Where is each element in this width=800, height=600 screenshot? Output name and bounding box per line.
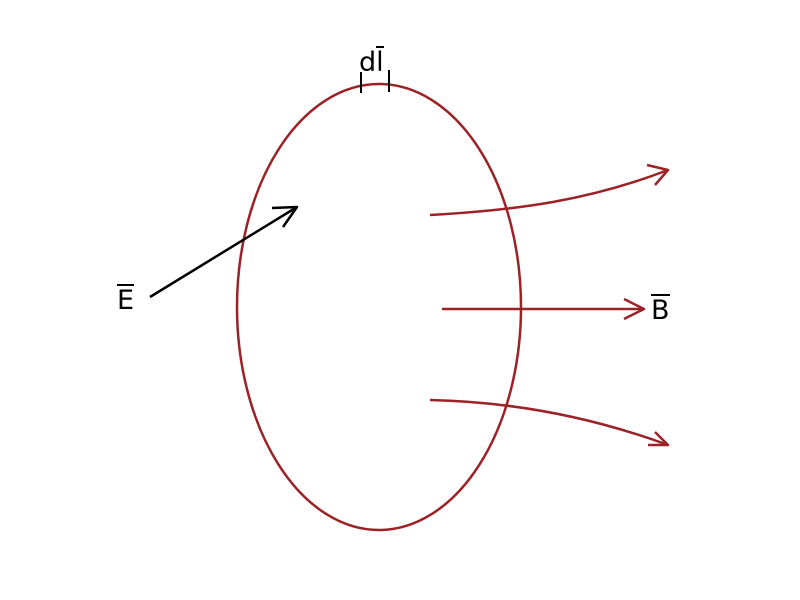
e-field-label-text: E — [117, 284, 135, 316]
dl-label-base: d — [359, 47, 377, 78]
b-field-label-text: B — [651, 294, 670, 326]
e-field-label: E — [117, 284, 135, 316]
magnetic-field-line-middle-arrowhead — [623, 297, 646, 321]
current-loop — [235, 82, 523, 532]
b-field-label: B — [651, 294, 670, 324]
dl-label-overlined: l — [376, 46, 384, 78]
magnetic-field-line-bottom — [429, 398, 669, 447]
magnetic-field-line-bottom-arrowhead — [648, 431, 670, 447]
electric-field-vector-arrowhead — [271, 205, 299, 228]
dl-label: dl — [359, 46, 384, 76]
electric-field-vector — [149, 205, 298, 299]
magnetic-field-line-top — [429, 168, 669, 217]
magnetic-field-line-top-arrowhead — [646, 163, 670, 186]
